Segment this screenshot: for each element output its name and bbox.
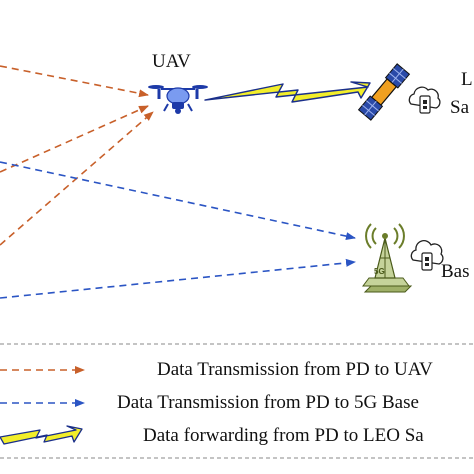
5g-tower-icon: 5G (362, 223, 413, 293)
legend-5g-transmission-text: Data Transmission from PD to 5G Base (117, 392, 419, 413)
legend-uav-transmission-text: Data Transmission from PD to UAV (157, 359, 433, 380)
base-station-label: Bas (441, 261, 470, 282)
leo-satellite-label-line2: Sa (450, 97, 469, 118)
cloud-device-icon (408, 86, 441, 114)
uav-to-satellite-lightning (204, 81, 371, 103)
uav-label: UAV (152, 51, 191, 72)
legend-leo-forwarding-text: Data forwarding from PD to LEO Sa (143, 425, 424, 446)
cloud-device-icon (410, 240, 444, 271)
pd-to-uav-links (0, 65, 154, 246)
pd-to-bs-link-2 (0, 258, 356, 299)
pd-to-uav-link-2 (0, 105, 149, 173)
pd-to-uav-link-1 (0, 65, 149, 98)
pd-to-bs-link-1 (0, 161, 356, 241)
pd-to-bs-links (0, 161, 356, 299)
svg-text:5G: 5G (374, 267, 385, 276)
satellite-icon (357, 63, 411, 121)
drone-icon (148, 85, 208, 114)
leo-satellite-label-line1: L (461, 69, 473, 90)
legend-lightning-symbol (0, 425, 83, 445)
